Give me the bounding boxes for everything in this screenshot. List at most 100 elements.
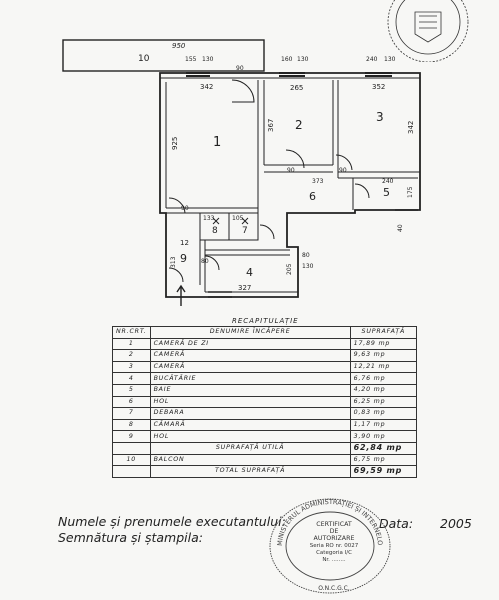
room-1-number: 1 [213, 135, 221, 150]
dim-room-3-width: 352 [372, 83, 385, 91]
cell-area: 3,90 mp [349, 430, 418, 443]
dim-kitchen-window: 80 [302, 252, 310, 259]
total-area-label: TOTAL SUPRAFAȚĂ [149, 465, 351, 478]
dim-kitchen-depth: 205 [286, 263, 293, 275]
room-10-number: 10 [138, 54, 150, 64]
dim-bath-depth: 175 [407, 186, 414, 198]
cell-nr: 5 [112, 383, 151, 397]
cell-name: CAMERĂ DE ZI [149, 337, 351, 351]
table-row: 5 BAIE 4,20 mp [112, 383, 418, 397]
dim-hall-6: 373 [312, 178, 324, 185]
cell-name: BALCON [149, 453, 351, 467]
cell-name: CĂMARĂ [149, 418, 351, 432]
floor-plan: 1 2 3 4 5 6 7 8 9 10 950 155 130 90 342 … [62, 39, 421, 306]
header-nr: NR.CRT. [112, 326, 151, 339]
dim-door-2: 90 [287, 167, 295, 174]
dim-window-2: 160 [281, 56, 293, 63]
header-name: DENUMIRE ÎNCĂPERE [149, 326, 351, 339]
cell-nr: 9 [112, 430, 151, 443]
dim-hall-9-depth: 313 [170, 256, 177, 268]
stamp-line-5: Categoria I/C [316, 550, 352, 556]
cell-area: 1,17 mp [349, 418, 418, 432]
dim-window-1b: 130 [202, 56, 214, 63]
room-4-number: 4 [246, 266, 253, 279]
dim-balcony-length: 950 [172, 42, 186, 50]
stamp-line-6: Nr. ........ [322, 557, 346, 563]
cell-name: HOL [149, 430, 351, 443]
dim-door-balcony: 90 [236, 65, 244, 72]
cell-area: 9,63 mp [349, 349, 418, 362]
cell-name: DEBARA [149, 407, 351, 420]
cell-area: 4,20 mp [349, 383, 418, 397]
dim-door-3: 90 [339, 167, 347, 174]
authorization-stamp: MINISTERUL ADMINISTRAȚIEI ȘI INTERNELOR … [262, 496, 391, 594]
table-row: 8 CĂMARĂ 1,17 mp [112, 418, 418, 432]
executant-label: Numele și prenumele executantului: [58, 514, 286, 529]
date-value: 2005 [440, 516, 472, 531]
recapitulation-table: NR.CRT. DENUMIRE ÎNCĂPERE SUPRAFAȚĂ 1 CA… [112, 326, 418, 478]
dim-door-kitchen: 80 [201, 258, 209, 265]
dim-window-3: 240 [366, 56, 378, 63]
table-title: RECAPITULAȚIE [232, 317, 299, 325]
date-label: Data: [379, 516, 414, 531]
cell-area: 12,21 mp [349, 360, 418, 374]
dim-door-9: 90 [181, 205, 189, 212]
table-row: 3 CAMERĂ 12,21 mp [112, 360, 418, 374]
dim-kitchen-window-b: 130 [302, 263, 314, 270]
table-row: 1 CAMERĂ DE ZI 17,89 mp [112, 337, 418, 351]
dim-bath-width: 240 [382, 178, 394, 185]
useful-area-value: 62,84 mp [349, 441, 418, 455]
stamp-line-1: CERTIFICAT [316, 521, 352, 528]
cell-name: HOL [149, 395, 351, 409]
cell-nr: 3 [112, 360, 151, 374]
stamp-line-3: AUTORIZARE [314, 535, 355, 542]
room-2-number: 2 [295, 118, 303, 132]
room-6-number: 6 [309, 190, 316, 203]
room-3-number: 3 [376, 110, 384, 124]
dim-room-1-width: 342 [200, 83, 213, 91]
total-area-row: TOTAL SUPRAFAȚĂ 69,59 mp [112, 465, 418, 478]
dim-kitchen-width: 327 [238, 284, 251, 292]
dim-vent: 40 [397, 224, 404, 232]
cell-name: BUCĂTĂRIE [149, 372, 351, 385]
dim-room-2-width: 265 [290, 84, 303, 92]
cell-area: 6,76 mp [349, 372, 418, 385]
dim-room-1-depth: 925 [171, 137, 179, 150]
useful-area-row: SUPRAFAȚĂ UTILĂ 62,84 mp [112, 441, 418, 455]
table-header-row: NR.CRT. DENUMIRE ÎNCĂPERE SUPRAFAȚĂ [112, 326, 418, 339]
cell-nr: 1 [112, 337, 151, 351]
cell-nr: 6 [112, 395, 151, 409]
dim-window-2b: 130 [297, 56, 309, 63]
cell-area: 17,89 mp [349, 337, 418, 351]
cell-nr: 4 [112, 372, 151, 385]
balcony-row: 10 BALCON 6,75 mp [112, 453, 418, 467]
room-8-number: 8 [212, 226, 218, 236]
header-area: SUPRAFAȚĂ [349, 326, 418, 339]
dim-hall-9: 12 [180, 239, 189, 247]
stamp-top-right [387, 0, 469, 62]
table-row: 6 HOL 6,25 mp [112, 395, 418, 409]
dim-room-3-depth: 342 [407, 121, 415, 134]
cell-nr: 7 [112, 407, 151, 420]
cell-nr: 2 [112, 349, 151, 362]
cell-name: CAMERĂ [149, 360, 351, 374]
table-row: 2 CAMERĂ 9,63 mp [112, 349, 418, 362]
cell-name: BAIE [149, 383, 351, 397]
dim-window-1: 155 [185, 56, 197, 63]
total-area-value: 69,59 mp [349, 465, 418, 478]
dim-window-3b: 130 [384, 56, 396, 63]
cell-area: 6,25 mp [349, 395, 418, 409]
cell-area: 6,75 mp [349, 453, 418, 467]
dim-room-2-depth: 367 [267, 119, 275, 132]
dim-closet-7: 105 [232, 215, 244, 222]
room-5-number: 5 [383, 186, 390, 199]
dim-closet-8: 133 [203, 215, 215, 222]
signature-label: Semnătura și ștampila: [58, 530, 203, 545]
table-row: 7 DEBARA 0,83 mp [112, 407, 418, 420]
cell-nr: 8 [112, 418, 151, 432]
stamp-bottom-text: O.N.C.G.C. [318, 585, 350, 592]
cell-name: CAMERĂ [149, 349, 351, 362]
room-7-number: 7 [242, 226, 248, 236]
cell-area: 0,83 mp [349, 407, 418, 420]
table-row: 9 HOL 3,90 mp [112, 430, 418, 443]
